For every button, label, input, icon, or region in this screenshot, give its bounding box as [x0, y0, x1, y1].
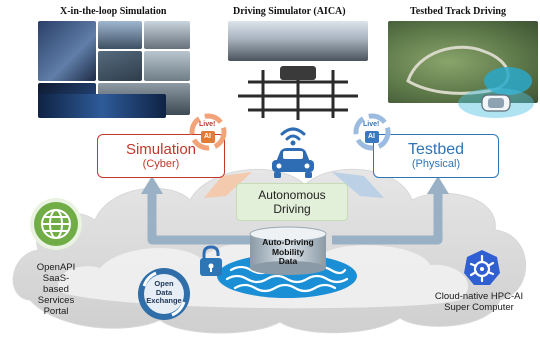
- left-connector: [147, 188, 250, 245]
- ai-chip-text-right: AI: [368, 133, 375, 140]
- openapi-label: OpenAPI SaaS- based Services Portal: [22, 262, 90, 317]
- hpc-line1: Cloud-native HPC-AI: [434, 291, 524, 302]
- car-icon: [272, 127, 314, 178]
- live-ai-ring-right: [353, 113, 391, 151]
- testbed-box: Testbed (Physical): [373, 134, 499, 178]
- xil-screen-2: [98, 21, 142, 49]
- kubernetes-icon: [464, 250, 500, 285]
- database-line3: Data: [278, 256, 298, 266]
- openapi-line2: SaaS-: [42, 273, 70, 284]
- openapi-line4: Services: [37, 295, 75, 306]
- globe-icon: [30, 198, 82, 250]
- arrow-to-simulation: [204, 172, 252, 198]
- xil-title: X-in-the-loop Simulation: [60, 6, 167, 17]
- ai-chip-text-left: AI: [204, 133, 211, 140]
- xil-screen-4: [98, 51, 142, 81]
- testbed-title: Testbed Track Driving: [410, 6, 506, 17]
- live-ai-badge-right: Live! AI: [352, 112, 392, 152]
- arrow-to-testbed: [332, 172, 384, 198]
- hpc-line2: Super Computer: [444, 302, 514, 313]
- open-data-line3: Exchange: [146, 296, 182, 305]
- open-data-exchange-icon: [138, 268, 190, 320]
- track-overlay: [406, 45, 532, 95]
- simulator-rig: [238, 66, 358, 120]
- left-connector-head: [141, 176, 163, 194]
- simulation-label: Simulation: [125, 141, 197, 158]
- simulation-sub: (Cyber): [142, 158, 180, 170]
- live-text-left: Live!: [199, 121, 216, 128]
- autonomous-line2: Driving: [273, 202, 311, 216]
- xil-screen-1: [38, 21, 96, 81]
- live-ai-badge-left: Live! AI: [188, 112, 228, 152]
- openapi-line5: Portal: [43, 306, 69, 317]
- padlock-icon: [200, 245, 222, 276]
- testbed-label: Testbed: [407, 141, 465, 158]
- sensor-car-illustration: [458, 88, 534, 118]
- database-icon: [249, 226, 327, 275]
- database-line2: Mobility: [271, 246, 305, 257]
- autonomous-line1: Autonomous: [258, 188, 326, 202]
- hpc-label: Cloud-native HPC-AI Super Computer: [418, 291, 540, 313]
- open-data-line1: Open: [154, 279, 174, 288]
- live-ai-ring-left: [189, 113, 227, 151]
- simulator-title: Driving Simulator (AICA): [233, 6, 346, 17]
- autonomous-driving-box: Autonomous Driving: [236, 183, 348, 221]
- right-connector: [332, 188, 443, 245]
- database-line1: Auto-Driving: [262, 237, 314, 247]
- open-data-line2: Data: [155, 287, 173, 297]
- openapi-line3: based: [43, 284, 69, 295]
- openapi-line1: OpenAPI: [36, 262, 76, 273]
- right-connector-head: [427, 176, 449, 194]
- wifi-signal-icon: [280, 127, 306, 141]
- live-text-right: Live!: [363, 121, 380, 128]
- open-data-label: Open Data Exchange: [138, 279, 190, 306]
- testbed-sub: (Physical): [411, 158, 461, 170]
- driving-simulator-photo: [228, 21, 368, 61]
- database-label: Auto-Driving Mobility Data: [252, 237, 324, 267]
- xil-screen-5: [144, 51, 190, 81]
- xil-screen-3: [144, 21, 190, 49]
- xil-map-strip: [38, 94, 166, 118]
